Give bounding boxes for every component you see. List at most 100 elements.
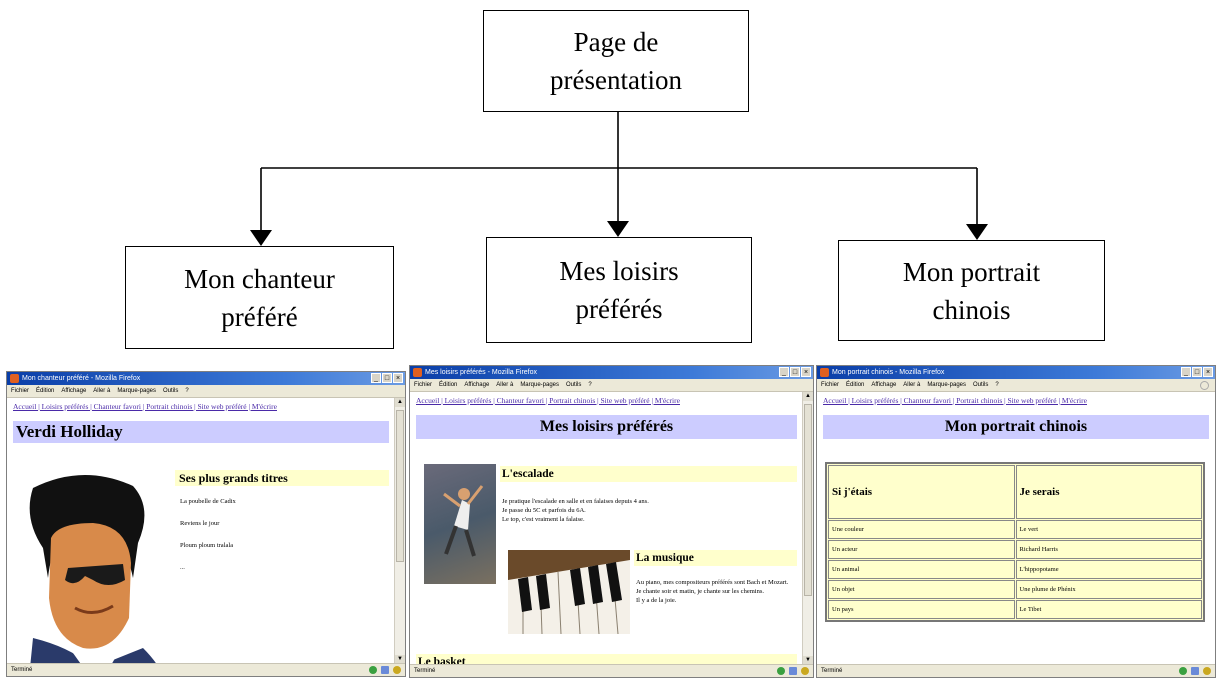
menu-outils[interactable]: Outils bbox=[163, 388, 179, 394]
status-security-icon bbox=[801, 667, 809, 675]
child-node-portrait-line-2: chinois bbox=[932, 294, 1011, 325]
menu-fichier[interactable]: Fichier bbox=[821, 382, 840, 388]
text-line: Le top, c'est vraiment la falaise. bbox=[502, 516, 585, 523]
firefox-icon bbox=[413, 368, 422, 377]
text-line: Je pratique l'escalade en salle et en fa… bbox=[502, 498, 649, 505]
close-button[interactable]: × bbox=[801, 367, 811, 377]
page-content: Accueil | Loisirs préférés | Chanteur fa… bbox=[817, 392, 1215, 665]
child-node-portrait: Mon portrait chinois bbox=[838, 240, 1105, 341]
maximize-button[interactable]: □ bbox=[790, 367, 800, 377]
menu-aide[interactable]: ? bbox=[995, 382, 999, 388]
firefox-icon bbox=[10, 374, 19, 383]
scroll-down-arrow[interactable]: ▼ bbox=[803, 656, 813, 665]
close-button[interactable]: × bbox=[1203, 367, 1213, 377]
status-text: Terminé bbox=[414, 668, 436, 674]
window-title: Mon chanteur préféré - Mozilla Firefox bbox=[22, 375, 141, 382]
table-cell: Un objet bbox=[828, 580, 1015, 599]
menu-fichier[interactable]: Fichier bbox=[414, 382, 433, 388]
menu-outils[interactable]: Outils bbox=[566, 382, 582, 388]
minimize-button[interactable]: _ bbox=[779, 367, 789, 377]
scroll-up-arrow[interactable]: ▲ bbox=[803, 392, 813, 401]
menu-aller[interactable]: Aller à bbox=[903, 382, 921, 388]
titles-heading: Ses plus grands titres bbox=[175, 470, 389, 486]
status-extension-icon bbox=[381, 666, 389, 674]
menu-bar: Fichier Édition Affichage Aller à Marque… bbox=[410, 379, 813, 392]
window-titlebar: Mes loisirs préférés - Mozilla Firefox _… bbox=[410, 366, 813, 379]
title-item: Reviens le jour bbox=[180, 520, 220, 527]
table-header-cell: Je serais bbox=[1015, 465, 1202, 519]
table-cell: Un animal bbox=[828, 560, 1015, 579]
menu-outils[interactable]: Outils bbox=[973, 382, 989, 388]
status-text: Terminé bbox=[821, 668, 843, 674]
window-titlebar: Mon portrait chinois - Mozilla Firefox _… bbox=[817, 366, 1215, 379]
text-line: Je chante soir et matin, je chante sur l… bbox=[636, 588, 764, 595]
climbing-image bbox=[424, 464, 496, 584]
text-line: Au piano, mes compositeurs préférés sont… bbox=[636, 579, 789, 586]
status-ok-icon bbox=[777, 667, 785, 675]
menu-fichier[interactable]: Fichier bbox=[11, 388, 30, 394]
menu-edition[interactable]: Édition bbox=[439, 382, 458, 388]
menu-aide[interactable]: ? bbox=[588, 382, 592, 388]
arrowhead-middle bbox=[607, 221, 629, 237]
status-bar: Terminé bbox=[410, 664, 813, 677]
scroll-down-arrow[interactable]: ▼ bbox=[395, 655, 405, 664]
child-node-hobbies-line-1: Mes loisirs bbox=[559, 256, 679, 286]
status-bar: Terminé bbox=[817, 664, 1215, 677]
menu-bar: Fichier Édition Affichage Aller à Marque… bbox=[7, 385, 405, 398]
status-extension-icon bbox=[1191, 667, 1199, 675]
table-row: Un objet Une plume de Phénix bbox=[828, 580, 1202, 599]
vertical-scrollbar[interactable]: ▲ ▼ bbox=[802, 392, 813, 665]
window-title: Mon portrait chinois - Mozilla Firefox bbox=[832, 369, 945, 376]
table-cell: Richard Harris bbox=[1015, 540, 1202, 559]
section-title-escalade: L'escalade bbox=[500, 466, 797, 482]
section-text-musique: Au piano, mes compositeurs préférés sont… bbox=[636, 578, 792, 605]
close-button[interactable]: × bbox=[393, 373, 403, 383]
status-bar: Terminé bbox=[7, 663, 405, 676]
text-line: Il y a de la joie. bbox=[636, 597, 677, 604]
throbber-icon bbox=[1200, 381, 1209, 390]
section-text-escalade: Je pratique l'escalade en salle et en fa… bbox=[502, 497, 792, 524]
portrait-table: Si j'étais Je serais Une couleur Le vert… bbox=[825, 462, 1205, 622]
menu-marque-pages[interactable]: Marque-pages bbox=[520, 382, 560, 388]
singer-image bbox=[13, 468, 173, 664]
nav-links[interactable]: Accueil | Loisirs préférés | Chanteur fa… bbox=[13, 402, 277, 411]
child-node-singer-line-1: Mon chanteur bbox=[184, 263, 335, 294]
scroll-up-arrow[interactable]: ▲ bbox=[395, 398, 405, 407]
table-cell: L'hippopotame bbox=[1015, 560, 1202, 579]
maximize-button[interactable]: □ bbox=[382, 373, 392, 383]
title-item: La poubelle de Cadix bbox=[180, 498, 236, 505]
nav-links[interactable]: Accueil | Loisirs préférés | Chanteur fa… bbox=[416, 396, 680, 405]
page-heading: Mes loisirs préférés bbox=[416, 415, 797, 439]
title-item: Ploum ploum tralala bbox=[180, 542, 234, 549]
scroll-thumb[interactable] bbox=[396, 410, 404, 562]
menu-marque-pages[interactable]: Marque-pages bbox=[927, 382, 967, 388]
menu-edition[interactable]: Édition bbox=[36, 388, 55, 394]
minimize-button[interactable]: _ bbox=[1181, 367, 1191, 377]
menu-edition[interactable]: Édition bbox=[846, 382, 865, 388]
status-text: Terminé bbox=[11, 667, 33, 673]
menu-aller[interactable]: Aller à bbox=[93, 388, 111, 394]
window-title: Mes loisirs préférés - Mozilla Firefox bbox=[425, 369, 538, 376]
table-cell: Une plume de Phénix bbox=[1015, 580, 1202, 599]
menu-affichage[interactable]: Affichage bbox=[871, 382, 897, 388]
titles-list: La poubelle de Cadix Reviens le jour Plo… bbox=[180, 498, 236, 586]
child-node-portrait-line-1: Mon portrait bbox=[902, 256, 1041, 287]
menu-marque-pages[interactable]: Marque-pages bbox=[117, 388, 157, 394]
window-titlebar: Mon chanteur préféré - Mozilla Firefox _… bbox=[7, 372, 405, 385]
table-row: Un acteur Richard Harris bbox=[828, 540, 1202, 559]
scroll-thumb[interactable] bbox=[804, 404, 812, 596]
title-item: ... bbox=[180, 564, 185, 571]
menu-affichage[interactable]: Affichage bbox=[464, 382, 490, 388]
table-row: Une couleur Le vert bbox=[828, 520, 1202, 539]
menu-affichage[interactable]: Affichage bbox=[61, 388, 87, 394]
vertical-scrollbar[interactable]: ▲ ▼ bbox=[394, 398, 405, 664]
menu-aller[interactable]: Aller à bbox=[496, 382, 514, 388]
child-node-singer-line-2: préféré bbox=[221, 301, 298, 332]
minimize-button[interactable]: _ bbox=[371, 373, 381, 383]
nav-links[interactable]: Accueil | Loisirs préférés | Chanteur fa… bbox=[823, 396, 1087, 405]
table-cell: Une couleur bbox=[828, 520, 1015, 539]
menu-aide[interactable]: ? bbox=[185, 388, 189, 394]
root-node-line-1: Page de bbox=[573, 27, 659, 57]
maximize-button[interactable]: □ bbox=[1192, 367, 1202, 377]
